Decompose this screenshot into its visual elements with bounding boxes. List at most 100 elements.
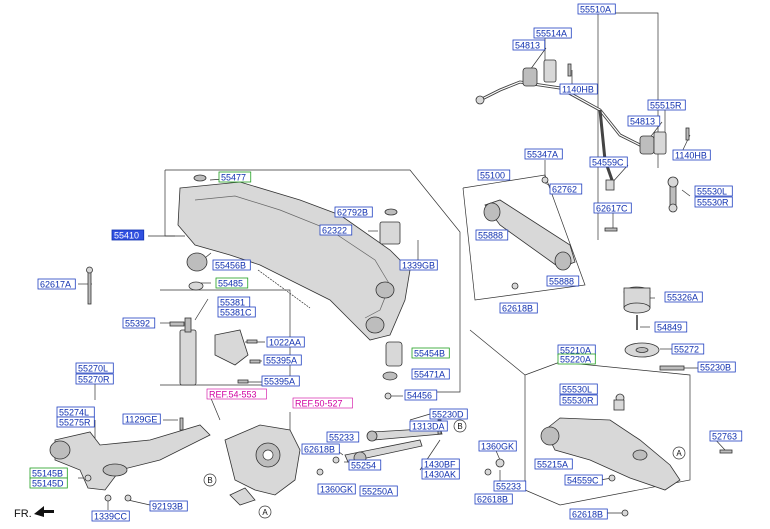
part-label-1129ge[interactable]: 1129GE [122, 413, 161, 425]
part-label-box [577, 3, 616, 15]
part-label-62618b-d[interactable]: 62618B [569, 508, 608, 520]
part-label-box [217, 306, 256, 318]
part-label-text: 62322 [322, 225, 347, 235]
part-label-55510a[interactable]: 55510A [577, 3, 616, 15]
part-label-1339cc[interactable]: 1339CC [91, 510, 130, 522]
part-label-1430ak[interactable]: 1430AK [421, 468, 460, 480]
part-label-box [75, 373, 114, 385]
part-label-55392[interactable]: 55392 [122, 317, 156, 329]
part-label-55530r-top[interactable]: 55530R [694, 196, 733, 208]
part-label-54456[interactable]: 54456 [404, 389, 438, 401]
part-label-55215a[interactable]: 55215A [534, 458, 573, 470]
part-label-1022aa[interactable]: 1022AA [266, 336, 305, 348]
part-label-55888a[interactable]: 55888 [475, 229, 509, 241]
part-label-text: 55230D [432, 409, 464, 419]
part-label-text: 55510A [580, 4, 611, 14]
part-label-1430bf[interactable]: 1430BF [421, 458, 460, 470]
reference-link-text: REF.54-553 [209, 389, 257, 399]
part-label-1360gk-b[interactable]: 1360GK [478, 440, 517, 452]
part-label-1360gk-a[interactable]: 1360GK [317, 483, 356, 495]
part-label-55230b[interactable]: 55230B [697, 361, 736, 373]
part-label-text: 55230B [700, 362, 731, 372]
part-label-55454b[interactable]: 55454B [411, 347, 450, 359]
front-arrow-icon [34, 506, 54, 517]
part-label-text: 1360GK [481, 441, 514, 451]
part-label-55888b[interactable]: 55888 [546, 275, 580, 287]
part-label-55514a[interactable]: 55514A [533, 27, 572, 39]
part-label-55233b[interactable]: 55233 [493, 480, 527, 492]
part-label-text: 55514A [536, 28, 567, 38]
part-label-62618b-b[interactable]: 62618B [301, 443, 340, 455]
part-label-55347a[interactable]: 55347A [524, 148, 563, 160]
part-label-55254[interactable]: 55254 [348, 459, 382, 471]
part-label-55410[interactable]: 55410 [111, 229, 145, 241]
part-label-55530r-b[interactable]: 55530R [559, 394, 598, 406]
part-label-1339gb[interactable]: 1339GB [399, 259, 438, 271]
part-label-text: 92193B [152, 501, 183, 511]
part-label-1140hba[interactable]: 1140HB [559, 83, 598, 95]
part-label-92193b[interactable]: 92193B [149, 500, 188, 512]
part-label-1313da[interactable]: 1313DA [409, 420, 448, 432]
part-label-54559c-top[interactable]: 54559C [589, 156, 628, 168]
part-label-52763[interactable]: 52763 [709, 430, 743, 442]
part-label-text: 62618B [572, 509, 603, 519]
part-label-55395a-b[interactable]: 55395A [261, 375, 300, 387]
part-label-55233a[interactable]: 55233 [326, 431, 360, 443]
part-label-box [218, 171, 252, 183]
part-label-55515r[interactable]: 55515R [647, 99, 686, 111]
part-label-box [478, 440, 517, 452]
part-label-55381c[interactable]: 55381C [217, 306, 256, 318]
part-label-62617c[interactable]: 62617C [593, 202, 632, 214]
part-label-55100[interactable]: 55100 [477, 169, 511, 181]
part-label-62322[interactable]: 62322 [319, 224, 353, 236]
part-label-text: 1339GB [402, 260, 435, 270]
part-label-box [475, 229, 509, 241]
part-label-62618b-mid[interactable]: 62618B [499, 302, 538, 314]
part-label-55272[interactable]: 55272 [671, 343, 705, 355]
reference-link-r2[interactable]: REF.50-527 [292, 397, 353, 409]
part-label-55250a[interactable]: 55250A [359, 485, 398, 497]
part-label-55230d[interactable]: 55230D [429, 408, 468, 420]
reference-link-box [292, 397, 353, 409]
part-label-55274l[interactable]: 55274L [56, 406, 95, 418]
part-label-box [524, 148, 563, 160]
part-label-55270l[interactable]: 55270L [75, 362, 114, 374]
part-label-55395a-a[interactable]: 55395A [263, 354, 302, 366]
part-label-55220a[interactable]: 55220A [557, 353, 596, 365]
part-label-55485[interactable]: 55485 [215, 277, 249, 289]
part-label-55456b[interactable]: 55456B [212, 259, 251, 271]
shock-absorber [169, 317, 261, 386]
part-label-text: 55888 [549, 276, 574, 286]
part-label-54813a[interactable]: 54813 [512, 39, 546, 51]
part-label-62617a[interactable]: 62617A [37, 278, 76, 290]
stabilizer-bushing-left [522, 59, 572, 87]
part-label-55270r[interactable]: 55270R [75, 373, 114, 385]
part-label-55326a[interactable]: 55326A [664, 291, 703, 303]
part-label-54559c-b[interactable]: 54559C [564, 474, 603, 486]
part-label-62618b-c[interactable]: 62618B [474, 493, 513, 505]
part-label-text: 62617C [596, 203, 628, 213]
part-label-55381[interactable]: 55381 [217, 296, 251, 308]
part-label-box [589, 156, 628, 168]
part-label-55145b[interactable]: 55145B [29, 467, 68, 479]
callout-b-left: B [207, 476, 212, 485]
part-label-text: 55274L [59, 407, 89, 417]
part-label-62762[interactable]: 62762 [549, 183, 583, 195]
part-label-box [212, 259, 251, 271]
part-label-55477[interactable]: 55477 [218, 171, 252, 183]
part-label-55275r[interactable]: 55275R [56, 416, 95, 428]
part-label-54849[interactable]: 54849 [654, 321, 688, 333]
part-label-text: 55145D [32, 478, 64, 488]
part-label-55471a[interactable]: 55471A [411, 368, 450, 380]
part-label-box [559, 383, 598, 395]
part-label-box [149, 500, 188, 512]
part-label-1140hbb[interactable]: 1140HB [672, 149, 711, 161]
part-label-55530l-top[interactable]: 55530L [694, 185, 733, 197]
reference-link-r1[interactable]: REF.54-553 [206, 388, 267, 400]
coil-spring [623, 286, 685, 371]
part-label-54813b[interactable]: 54813 [627, 115, 661, 127]
part-label-text: 55410 [114, 230, 139, 240]
part-label-55530l-b[interactable]: 55530L [559, 383, 598, 395]
part-label-55145d[interactable]: 55145D [29, 477, 68, 489]
part-label-62792b[interactable]: 62792B [334, 206, 373, 218]
